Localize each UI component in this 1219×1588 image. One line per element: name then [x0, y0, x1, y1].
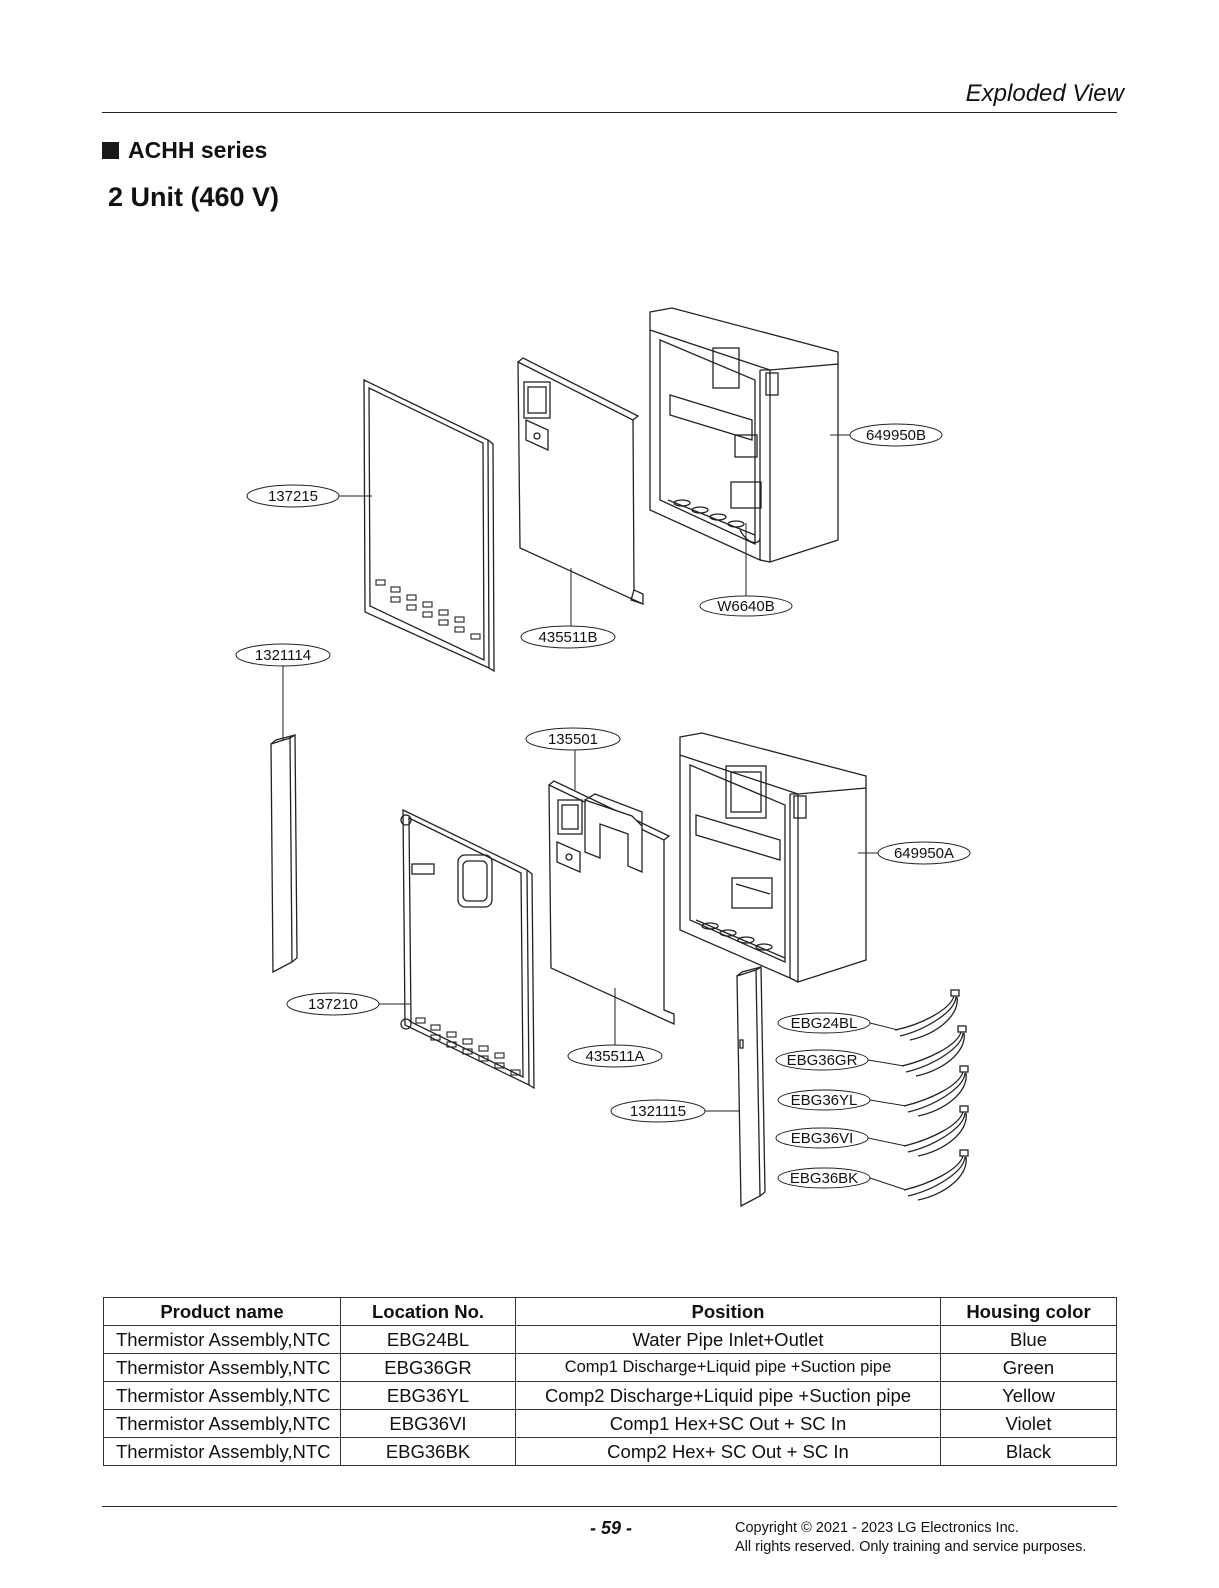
svg-text:EBG36BK: EBG36BK	[790, 1170, 858, 1187]
copyright-line-1: Copyright © 2021 - 2023 LG Electronics I…	[735, 1520, 1019, 1536]
thermistor-cable-ebg36gr	[901, 1025, 967, 1077]
table-row: Thermistor Assembly,NTC EBG36GR Comp1 Di…	[103, 1353, 1117, 1382]
inner-panel-435511B	[517, 357, 644, 606]
cabinet-649950B	[649, 307, 839, 563]
page-number: - 59 -	[590, 1518, 633, 1538]
cell-location-no: EBG36YL	[340, 1381, 516, 1410]
cell-housing-color: Green	[940, 1353, 1117, 1382]
thermistor-cable-ebg36bk	[903, 1149, 969, 1201]
callout-137210: 137210	[286, 992, 380, 1016]
callout-EBG24BL: EBG24BL	[777, 1012, 871, 1034]
cell-housing-color: Yellow	[940, 1381, 1117, 1410]
cell-product-name: Thermistor Assembly,NTC	[103, 1437, 341, 1466]
cell-housing-color: Black	[940, 1437, 1117, 1466]
header-rule	[102, 112, 1117, 113]
section-title-text: ACHH series	[128, 137, 268, 163]
cell-location-no: EBG24BL	[340, 1325, 516, 1354]
thermistor-cable-ebg24bl	[894, 989, 960, 1041]
callout-W6640B: W6640B	[699, 595, 793, 617]
svg-text:137215: 137215	[268, 488, 318, 505]
callout-EBG36YL: EBG36YL	[777, 1089, 871, 1111]
callout-435511B: 435511B	[520, 625, 616, 649]
svg-text:135501: 135501	[548, 731, 598, 748]
cell-housing-color: Blue	[940, 1325, 1117, 1354]
thermistor-cable-ebg36yl	[903, 1065, 969, 1117]
callout-137215: 137215	[246, 484, 340, 508]
cell-product-name: Thermistor Assembly,NTC	[103, 1353, 341, 1382]
unit-title: 2 Unit (460 V)	[108, 182, 280, 212]
svg-text:1321115: 1321115	[630, 1103, 686, 1120]
callout-EBG36BK: EBG36BK	[777, 1167, 871, 1189]
cell-position: Comp2 Hex+ SC Out + SC In	[515, 1437, 941, 1466]
table-row: Thermistor Assembly,NTC EBG36BK Comp2 He…	[103, 1437, 1117, 1466]
cell-location-no: EBG36VI	[340, 1409, 516, 1438]
copyright-notice: Copyright © 2021 - 2023 LG Electronics I…	[735, 1519, 1086, 1557]
bracket-135501	[584, 793, 643, 873]
callout-EBG36VI: EBG36VI	[775, 1127, 869, 1149]
cell-position: Comp1 Discharge+Liquid pipe +Suction pip…	[515, 1353, 941, 1382]
svg-text:649950B: 649950B	[866, 427, 926, 444]
cell-position: Water Pipe Inlet+Outlet	[515, 1325, 941, 1354]
callout-649950A: 649950A	[877, 841, 971, 865]
cell-position: Comp2 Discharge+Liquid pipe +Suction pip…	[515, 1381, 941, 1410]
cell-position: Comp1 Hex+SC Out + SC In	[515, 1409, 941, 1438]
footer-rule	[102, 1506, 1117, 1507]
svg-text:EBG36GR: EBG36GR	[787, 1052, 858, 1069]
svg-text:W6640B: W6640B	[717, 598, 775, 615]
cell-housing-color: Violet	[940, 1409, 1117, 1438]
callout-1321114: 1321114	[235, 643, 331, 667]
side-rail-1321114	[270, 733, 298, 974]
column-header-housing-color: Housing color	[940, 1297, 1117, 1326]
column-header-position: Position	[515, 1297, 941, 1326]
svg-text:EBG24BL: EBG24BL	[791, 1015, 858, 1032]
svg-text:1321114: 1321114	[255, 647, 311, 664]
leader-lines	[282, 434, 907, 1191]
callout-EBG36GR: EBG36GR	[775, 1049, 869, 1071]
front-door-137210	[400, 808, 535, 1090]
thermistor-cables	[894, 989, 969, 1201]
header-title: Exploded View	[965, 80, 1124, 107]
exploded-view-diagram: 137215 435511B W6640B 649950B 1321114 13…	[235, 307, 971, 1208]
section-title: ACHH series	[102, 137, 267, 164]
callout-435511A: 435511A	[567, 1044, 663, 1068]
column-header-location-no: Location No.	[340, 1297, 516, 1326]
table-row: Thermistor Assembly,NTC EBG36VI Comp1 He…	[103, 1409, 1117, 1438]
svg-text:435511B: 435511B	[539, 629, 598, 646]
cell-location-no: EBG36GR	[340, 1353, 516, 1382]
square-bullet-icon	[102, 142, 119, 159]
svg-text:649950A: 649950A	[894, 845, 954, 862]
svg-text:435511A: 435511A	[586, 1048, 645, 1065]
cell-product-name: Thermistor Assembly,NTC	[103, 1409, 341, 1438]
column-header-product-name: Product name	[103, 1297, 341, 1326]
svg-text:137210: 137210	[308, 996, 358, 1013]
callout-135501: 135501	[525, 727, 621, 751]
side-rail-1321115	[736, 965, 766, 1208]
callout-649950B: 649950B	[849, 423, 943, 447]
cabinet-649950A	[679, 732, 867, 983]
callout-1321115: 1321115	[610, 1099, 706, 1123]
inner-panel-435511A	[548, 780, 675, 1026]
parts-table: Product name Location No. Position Housi…	[103, 1297, 1117, 1466]
table-row: Thermistor Assembly,NTC EBG24BL Water Pi…	[103, 1325, 1117, 1354]
svg-text:EBG36VI: EBG36VI	[791, 1130, 854, 1147]
cell-location-no: EBG36BK	[340, 1437, 516, 1466]
svg-text:EBG36YL: EBG36YL	[791, 1092, 858, 1109]
thermistor-cable-ebg36vi	[903, 1105, 969, 1157]
table-header-row: Product name Location No. Position Housi…	[103, 1297, 1117, 1326]
copyright-line-2: All rights reserved. Only training and s…	[735, 1539, 1087, 1555]
table-row: Thermistor Assembly,NTC EBG36YL Comp2 Di…	[103, 1381, 1117, 1410]
cell-product-name: Thermistor Assembly,NTC	[103, 1381, 341, 1410]
cell-product-name: Thermistor Assembly,NTC	[103, 1325, 341, 1354]
front-panel-137215	[363, 378, 495, 673]
